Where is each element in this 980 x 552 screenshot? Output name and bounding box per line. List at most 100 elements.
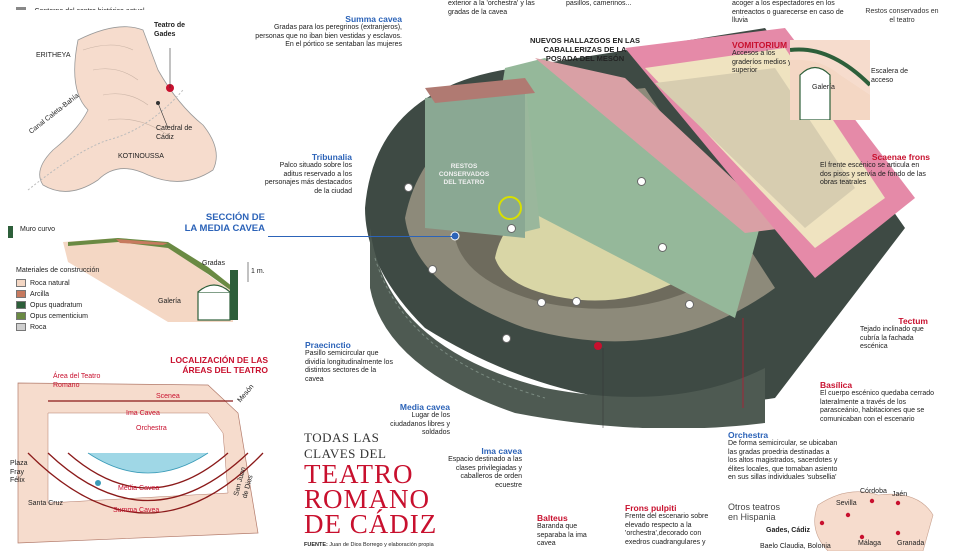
annotation-orchestra: Orchestra De forma semicircular, se ubic… — [728, 430, 838, 483]
material-swatch — [16, 323, 26, 332]
fuente-label: FUENTE: — [304, 542, 328, 548]
loc-plaza: Plaza Fray Félix — [10, 460, 28, 484]
annotation-praecinctio: Praecinctio Pasillo semicircular que div… — [305, 340, 395, 384]
material-row: Roca — [16, 322, 88, 333]
material-label: Opus cementicium — [30, 313, 88, 320]
main-title-big3: DE CÁDIZ — [304, 509, 438, 539]
vomitorium-drawing — [790, 40, 870, 120]
map-label-eritheya: ERITHEYA — [36, 52, 71, 59]
basilica-text: El cuerpo escénico quedaba cerrado later… — [820, 390, 935, 423]
city-jaen: Jaén — [892, 491, 908, 498]
annotation-media-cavea: Media cavea Lugar de los ciudadanos libr… — [378, 402, 450, 438]
vomitorium-text: Accesos a los graderíos medios y superio… — [732, 50, 792, 74]
material-swatch — [16, 290, 26, 299]
main-title-big2: ROMANO — [304, 484, 431, 514]
main-title-line1: TODAS LAS — [304, 430, 380, 445]
map-drawing — [8, 10, 263, 205]
annotation-nuevos-hallazgos: NUEVOS HALLAZGOS EN LAS CABALLERIZAS DE … — [530, 36, 641, 63]
marker-dot — [502, 334, 511, 343]
loc-area: Área del Teatro Romano — [53, 373, 101, 389]
frons-text: Frente del escenario sobre elevado respe… — [625, 513, 709, 546]
annotation-top-clip3: acoger a los espectadores en los entreac… — [732, 0, 844, 24]
material-row: Opus quadratum — [16, 300, 88, 311]
main-title-line2: CLAVES DEL — [304, 446, 387, 461]
annotation-restos-top: Restos conservados en el teatro — [865, 8, 939, 24]
orchestra-title: Orchestra — [728, 430, 769, 440]
material-swatch — [16, 312, 26, 321]
marker-dot — [428, 265, 437, 274]
main-title-big1: TEATRO — [304, 459, 414, 489]
annotation-scaenae: Scaenae frons El frente escénico se arti… — [820, 152, 930, 188]
tribunalia-title: Tribunalia — [311, 152, 352, 162]
localizacion-title-line1: LOCALIZACIÓN DE LAS — [170, 355, 268, 365]
annotation-balteus: Balteus Baranda que separaba la ima cave… — [537, 513, 592, 549]
map-label-catedral: Catedral de Cádiz — [156, 125, 193, 141]
annotation-frons: Frons pulpiti Frente del escenario sobre… — [625, 503, 710, 547]
loc-ima: Ima Cavea — [126, 410, 160, 417]
loc-media: Media Cavea — [118, 485, 160, 492]
tectum-title: Tectum — [898, 316, 928, 326]
material-label: Roca — [30, 324, 47, 331]
material-label: Arcilla — [30, 291, 50, 298]
fuente-text: Juan de Dios Borrego y elaboración propi… — [329, 542, 434, 548]
localizacion-map — [17, 382, 264, 544]
praecinctio-text: Pasillo semicircular que dividía longitu… — [305, 350, 393, 383]
frons-title: Frons pulpiti — [625, 503, 677, 513]
annotation-restos-center: RESTOS CONSERVADOS DEL TEATRO — [438, 163, 490, 186]
marker-dot — [537, 298, 546, 307]
hispania-map — [814, 491, 934, 551]
city-malaga: Málaga — [858, 540, 881, 547]
annotation-escalera: Escalera de acceso — [871, 68, 908, 84]
marker-dot — [404, 183, 413, 192]
orchestra-text: De forma semicircular, se ubicaban las g… — [728, 440, 838, 481]
city-granada: Granada — [897, 540, 925, 547]
ima-cavea-title: Ima cavea — [481, 446, 522, 456]
annotation-top-clip2: pasillos, camerinos... — [566, 0, 632, 7]
tribunalia-text: Palco situado sobre los aditus reservado… — [264, 162, 352, 195]
annotation-vomitorium: VOMITORIUM Accesos a los graderíos medio… — [732, 40, 794, 76]
annotation-galeria-right: Galería — [812, 84, 835, 91]
localizacion-title: LOCALIZACIÓN DE LAS ÁREAS DEL TEATRO — [170, 355, 268, 375]
praecinctio-title: Praecinctio — [305, 340, 351, 350]
material-swatch — [16, 279, 26, 288]
marker-dot — [685, 300, 694, 309]
city-gades: Gades, Cádiz — [766, 527, 810, 534]
vomitorium-title: VOMITORIUM — [732, 40, 788, 50]
media-cavea-title: Media cavea — [399, 402, 450, 412]
marker-dot — [572, 297, 581, 306]
city-sevilla: Sevilla — [836, 500, 857, 507]
annotation-tectum: Tectum Tejado inclinado que cubría la fa… — [860, 316, 928, 352]
annotation-ima-cavea: Ima cavea Espacio destinado a las clases… — [440, 446, 522, 490]
marker-dot — [658, 243, 667, 252]
city-baelo: Baelo Claudia, Bolonia — [760, 543, 831, 550]
material-swatch — [16, 301, 26, 310]
seccion-media-line1: SECCIÓN DE — [205, 212, 265, 223]
annotation-tribunalia: Tribunalia Palco situado sobre los aditu… — [262, 152, 352, 196]
section-drawing — [8, 226, 249, 322]
annotation-summa-cavea: Summa cavea Gradas para los peregrinos (… — [252, 14, 402, 50]
loc-santa-cruz: Santa Cruz — [28, 500, 64, 507]
materials-title: Materiales de construcción — [16, 267, 100, 274]
material-row: Roca natural — [16, 278, 88, 289]
otros-title: Otros teatros — [728, 502, 781, 512]
summa-cavea-text: Gradas para los peregrinos (extranjeros)… — [255, 24, 402, 48]
tectum-text: Tejado inclinado que cubría la fachada e… — [860, 326, 924, 350]
loc-summa: Summa Cavea — [113, 507, 160, 514]
media-cavea-text: Lugar de los ciudadanos libres y soldado… — [390, 412, 450, 436]
theatre-illustration — [365, 28, 915, 428]
loc-scenea: Scenea — [156, 393, 180, 400]
seccion-media-line2: LA MEDIA CAVEA — [184, 223, 265, 234]
balteus-text: Baranda que separaba la ima cavea — [537, 523, 587, 547]
seccion-leader-line — [268, 236, 453, 237]
historic-center-map: Contorno del centro histórico actual ERI… — [8, 0, 263, 205]
fuente: FUENTE: Juan de Dios Borrego y elaboraci… — [304, 542, 434, 548]
basilica-title: Basílica — [820, 380, 853, 390]
material-label: Opus quadratum — [30, 302, 83, 309]
scaenae-text: El frente escénico se articula en dos pi… — [820, 162, 926, 186]
summa-cavea-title: Summa cavea — [345, 14, 402, 24]
marker-dot — [637, 177, 646, 186]
loc-orchestra: Orchestra — [136, 425, 167, 432]
scaenae-title: Scaenae frons — [871, 152, 930, 162]
annotation-top-clip1: exterior a la 'orchestra' y las gradas d… — [448, 0, 535, 16]
